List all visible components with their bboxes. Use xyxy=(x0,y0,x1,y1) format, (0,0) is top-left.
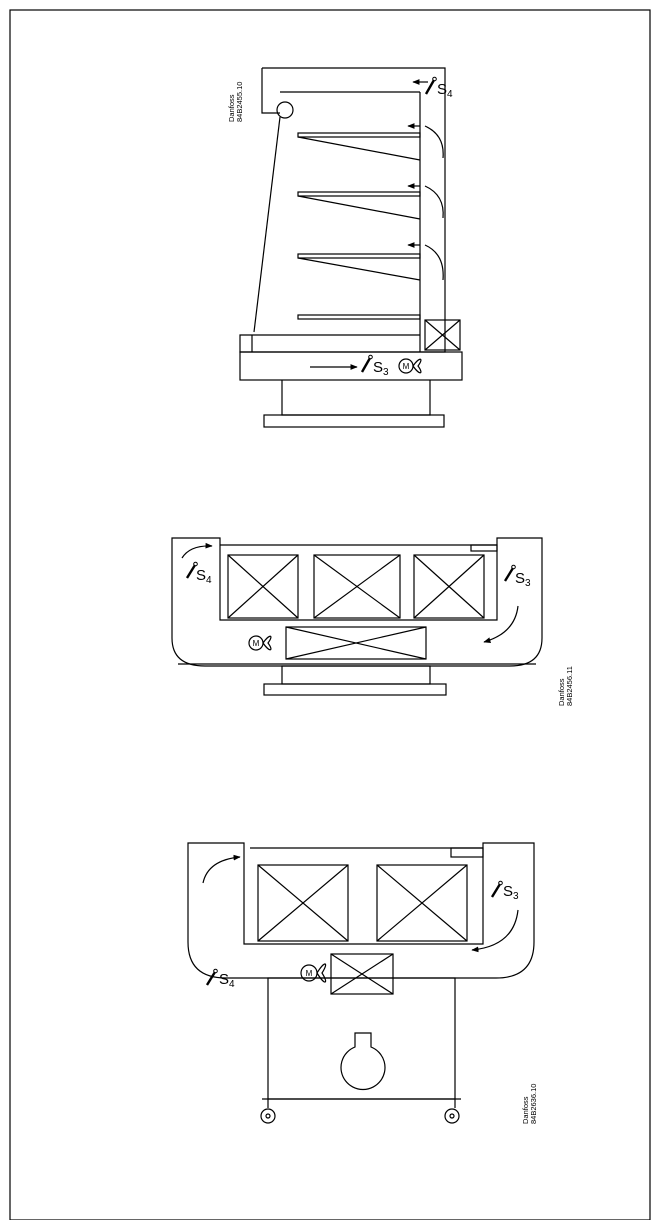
drawing-code-1: Danfoss 84B2455.10 xyxy=(227,82,244,122)
svg-text:Danfoss: Danfoss xyxy=(227,94,236,122)
product-boxes xyxy=(257,864,468,942)
evaporator-coil xyxy=(424,319,461,351)
fan-blade xyxy=(316,963,327,983)
base-duct xyxy=(239,351,463,381)
svg-text:84B2455.10: 84B2455.10 xyxy=(235,82,244,122)
airflow-arcs xyxy=(310,79,444,370)
product-boxes xyxy=(227,554,485,619)
svg-text:Danfoss: Danfoss xyxy=(521,1096,530,1124)
figure-1-multideck-case xyxy=(239,67,463,428)
sensor-probe-s4 xyxy=(205,971,217,986)
night-curtain xyxy=(253,116,281,333)
sensor-label-s4: S4 xyxy=(196,567,212,586)
airflow-arrow-right xyxy=(483,605,519,643)
castor-left xyxy=(260,1108,276,1124)
sensor-probe-s4 xyxy=(424,79,436,95)
evaporator-coil xyxy=(330,953,394,995)
svg-text:84B2636.10: 84B2636.10 xyxy=(529,1084,538,1124)
fan-blade xyxy=(412,358,422,374)
castor-right xyxy=(444,1108,460,1124)
cabinet-outline xyxy=(239,67,446,353)
foot-rail xyxy=(263,414,445,428)
foot-rail xyxy=(263,683,447,696)
curtain-roll xyxy=(276,101,294,119)
figure-3-chest-case xyxy=(187,842,535,1124)
load-limit-marker xyxy=(470,544,498,552)
figure-2-island-case xyxy=(171,537,543,696)
motor-symbol: M xyxy=(403,362,410,371)
drawing-code-2: Danfoss 84B2456.11 xyxy=(557,666,574,706)
canopy-front xyxy=(261,68,280,114)
fan-blade xyxy=(262,635,272,651)
sensor-label-s3: S3 xyxy=(503,883,519,902)
sensor-label-s4: S4 xyxy=(437,81,453,100)
sensor-label-s3: S3 xyxy=(515,570,531,589)
sensor-probe-s3 xyxy=(490,883,502,898)
motor-symbol: M xyxy=(253,639,260,648)
sensor-probe-s4 xyxy=(185,564,197,579)
plinth xyxy=(281,380,431,416)
svg-text:84B2456.11: 84B2456.11 xyxy=(565,666,574,706)
load-limit-marker xyxy=(450,847,484,858)
sensor-probe-s3 xyxy=(503,567,515,582)
tub-outline xyxy=(171,537,543,667)
airflow-arrow-right xyxy=(471,909,519,953)
trolley-body xyxy=(267,977,456,1100)
sensor-label-s4: S4 xyxy=(219,971,235,990)
shelves xyxy=(297,132,421,320)
airflow-arrow-left xyxy=(202,854,241,884)
plinth xyxy=(281,665,431,685)
sensor-label-s3: S3 xyxy=(373,359,389,378)
tub-outline xyxy=(187,842,535,979)
evaporator-coil xyxy=(285,626,427,660)
svg-text:Danfoss: Danfoss xyxy=(557,678,566,706)
access-plate xyxy=(340,1032,386,1091)
page-border xyxy=(9,9,651,1220)
sensor-probe-s3 xyxy=(360,357,372,373)
motor-symbol: M xyxy=(306,969,313,978)
airflow-arrow-left xyxy=(181,542,213,559)
drawing-code-3: Danfoss 84B2636.10 xyxy=(521,1084,538,1124)
